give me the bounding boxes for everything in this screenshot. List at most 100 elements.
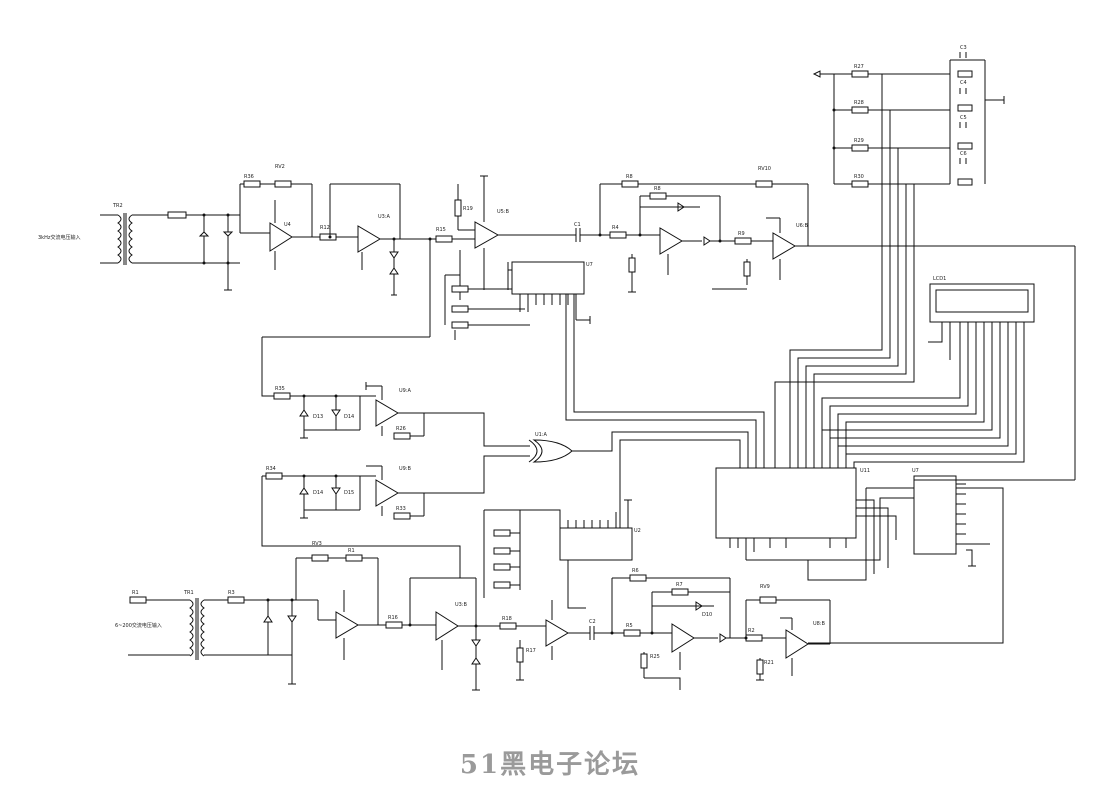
svg-text:R3: R3 — [228, 590, 235, 596]
u3a-label: U3:A — [378, 214, 391, 220]
svg-text:U9:A: U9:A — [399, 388, 412, 394]
c5-label: C5 — [960, 115, 967, 121]
r1-resistor — [345, 554, 363, 562]
mcu-u11: U11 — [565, 294, 914, 581]
svg-text:U8:B: U8:B — [813, 621, 826, 627]
svg-text:R6: R6 — [632, 568, 639, 574]
svg-text:R2: R2 — [748, 628, 755, 634]
r1-label: R1 — [348, 548, 355, 554]
opamp-u10 — [335, 611, 359, 639]
r25-resistor — [640, 653, 648, 669]
svg-text:U3:B: U3:B — [455, 602, 468, 608]
xor-gate-u1a — [532, 439, 573, 463]
bottom-input-stage: 6~200交流电压输入 R1 TR1 R3 RV3 R1 R16 — [115, 499, 831, 691]
chip-u7-right: U7 — [808, 468, 1075, 644]
rv10-label: RV10 — [758, 166, 771, 172]
r36-resistor — [243, 180, 261, 188]
svg-text:R34: R34 — [266, 466, 276, 472]
rv2-pot — [274, 180, 292, 188]
svg-text:U1:A: U1:A — [535, 432, 548, 438]
svg-text:D13: D13 — [313, 414, 323, 420]
tr1-label: TR1 — [183, 590, 194, 596]
u2-chip — [559, 527, 633, 561]
c1-label: C1 — [574, 222, 581, 228]
tr2-label: TR2 — [112, 203, 123, 209]
u2-label: U2 — [634, 528, 641, 534]
c6-label: C6 — [960, 151, 967, 157]
r30-label: R30 — [854, 174, 864, 180]
svg-text:C2: C2 — [589, 619, 596, 625]
svg-text:RV3: RV3 — [312, 541, 322, 547]
r33-resistor — [393, 512, 411, 520]
r25-label: R25 — [650, 654, 660, 660]
r29-resistor — [851, 144, 869, 152]
opamp-u3a — [357, 225, 381, 253]
svg-text:U4: U4 — [284, 222, 291, 228]
junctions — [266, 108, 836, 640]
opamp-u6a — [659, 227, 683, 255]
r12-resistor — [319, 233, 337, 241]
r17-label: R17 — [526, 648, 536, 654]
r26-label: R26 — [396, 426, 406, 432]
opamp-u8a — [671, 623, 695, 653]
svg-text:D14: D14 — [313, 490, 323, 496]
opamp-u8b — [785, 629, 809, 659]
tr2-secondary-coil — [128, 214, 133, 264]
svg-text:R5: R5 — [626, 623, 633, 629]
diode-d8 — [703, 236, 711, 246]
bottom-input-label: 6~200交流电压输入 — [115, 622, 162, 629]
diode-top-2 — [222, 231, 234, 237]
comparator-u9b — [375, 479, 399, 507]
svg-text:D10: D10 — [702, 612, 712, 618]
r9-resistor — [734, 237, 752, 245]
diode-top-1 — [198, 231, 210, 237]
opamp-u6b — [772, 232, 796, 260]
r29-label: R29 — [854, 138, 864, 144]
r16-label: R16 — [388, 615, 398, 621]
u7-label: U7 — [586, 262, 593, 268]
opamp-u5a — [545, 619, 569, 647]
svg-text:U9:B: U9:B — [399, 466, 412, 472]
u11-chip — [715, 467, 857, 539]
rv9-pot — [759, 596, 777, 604]
tr2-primary-coil — [117, 214, 122, 264]
r35-label: R35 — [275, 386, 285, 392]
r15-resistor — [435, 235, 453, 243]
svg-text:U6:B: U6:B — [796, 223, 809, 229]
opamp-u4 — [269, 222, 293, 252]
rv9-label: RV9 — [760, 584, 770, 590]
r26-resistor — [393, 432, 411, 440]
watermark-text: 51黑电子论坛 — [459, 750, 641, 780]
r28-resistor — [851, 106, 869, 114]
r4-resistor — [609, 231, 627, 239]
r8-label: R8 — [626, 174, 633, 180]
u7r-chip — [913, 475, 957, 555]
r12-label: R12 — [320, 225, 330, 231]
range-switch-network: R27 R28 R29 R30 C3 C4 C5 C6 — [774, 45, 1005, 468]
c4-label: C4 — [960, 80, 967, 86]
r22-resistor — [743, 261, 751, 277]
r19-label: R19 — [463, 206, 473, 212]
tr1-secondary-coil — [200, 599, 205, 657]
top-input-label: 3kHz交流电压输入 — [38, 234, 80, 241]
svg-text:R18: R18 — [502, 616, 512, 622]
r15-label: R15 — [436, 227, 446, 233]
r4-label: R4 — [612, 225, 619, 231]
u7-chip — [511, 261, 585, 295]
rv10-pot — [755, 180, 773, 188]
r31-resistor — [167, 211, 187, 219]
r21-resistor — [756, 659, 764, 675]
r27-label: R27 — [854, 64, 864, 70]
svg-text:R1: R1 — [132, 590, 139, 596]
r9-label: R9 — [738, 231, 745, 237]
svg-text:D15: D15 — [344, 490, 354, 496]
comparator-u9a — [375, 399, 399, 427]
opamp-u5 — [474, 221, 500, 249]
rv2-label: RV2 — [275, 164, 285, 170]
zener-d2 — [389, 267, 399, 275]
r35-resistor — [273, 392, 291, 400]
zener-d1 — [389, 251, 399, 259]
opamp-u3b — [435, 611, 459, 641]
lcd-window — [935, 289, 1029, 313]
